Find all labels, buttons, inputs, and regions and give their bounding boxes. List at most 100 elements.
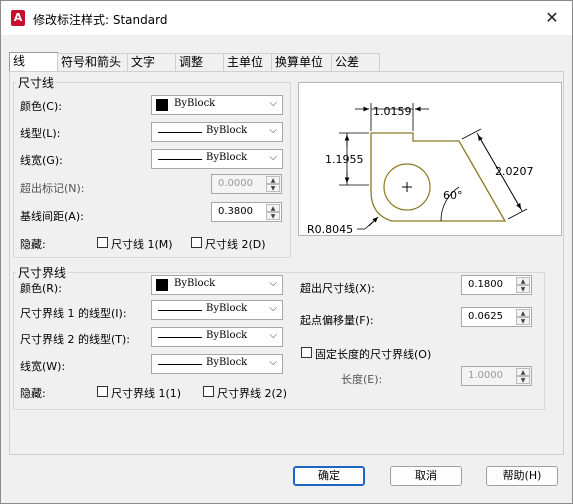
spin-down-icon[interactable]: ▼: [516, 317, 530, 325]
line-sample: [158, 132, 202, 133]
ext-lt2-label: 尺寸界线 2 的线型(T):: [20, 333, 130, 346]
ext-offset-label: 起点偏移量(F):: [300, 314, 374, 327]
line-sample: [158, 159, 202, 160]
preview-dim-left: 1.1955: [325, 153, 364, 166]
dim-suppress-2-label: 尺寸线 2(D): [205, 238, 266, 251]
ext-extend-value: 0.1800: [468, 279, 503, 290]
dim-linetype-label: 线型(L):: [20, 127, 61, 140]
color-swatch: [156, 279, 168, 291]
dim-lines-title: 尺寸线: [16, 74, 57, 91]
tab-lines[interactable]: 线: [9, 52, 58, 71]
ext-lt1-value: ByBlock: [206, 303, 248, 314]
ext-lt2-value: ByBlock: [206, 330, 248, 341]
cancel-button[interactable]: 取消: [390, 466, 462, 486]
tab-alternate-units[interactable]: 换算单位: [271, 53, 332, 71]
ext-lt1-label: 尺寸界线 1 的线型(I):: [20, 307, 127, 320]
chevron-down-icon: ⌵: [269, 98, 277, 109]
spin-up-icon[interactable]: ▲: [266, 204, 280, 212]
dim-baseline-label: 基线间距(A):: [20, 210, 84, 223]
ext-color-label: 颜色(R):: [20, 282, 62, 295]
fixed-length-label: 固定长度的尺寸界线(O): [315, 348, 432, 361]
ext-offset-value: 0.0625: [468, 311, 503, 322]
dim-extend-label: 超出标记(N):: [20, 182, 85, 195]
spin-up-icon[interactable]: ▲: [266, 176, 280, 184]
dim-suppress-label: 隐藏:: [20, 238, 46, 251]
title-bar: A 修改标注样式: Standard ✕: [1, 1, 572, 35]
ext-suppress-1-label: 尺寸界线 1(1): [111, 387, 182, 400]
spin-down-icon[interactable]: ▼: [516, 376, 530, 384]
dim-baseline-spinner[interactable]: 0.3800 ▲▼: [211, 202, 282, 222]
dim-lineweight-label: 线宽(G):: [20, 154, 63, 167]
ext-length-label: 长度(E):: [341, 373, 383, 386]
chevron-down-icon: ⌵: [269, 278, 277, 289]
line-sample: [158, 310, 202, 311]
chevron-down-icon: ⌵: [269, 330, 277, 341]
chevron-down-icon: ⌵: [269, 152, 277, 163]
dim-color-select[interactable]: ByBlock ⌵: [151, 95, 283, 115]
chevron-down-icon: ⌵: [269, 303, 277, 314]
preview-radius: R0.8045: [307, 223, 353, 235]
chevron-down-icon: ⌵: [269, 357, 277, 368]
chevron-down-icon: ⌵: [269, 125, 277, 136]
ext-lineweight-label: 线宽(W):: [20, 360, 66, 373]
ext-suppress-label: 隐藏:: [20, 387, 46, 400]
ext-length-value: 1.0000: [468, 370, 503, 381]
ext-lt2-select[interactable]: ByBlock ⌵: [151, 327, 283, 347]
dim-linetype-value: ByBlock: [206, 125, 248, 136]
dim-lineweight-value: ByBlock: [206, 152, 248, 163]
dim-color-value: ByBlock: [174, 98, 216, 109]
tab-fit[interactable]: 调整: [175, 53, 224, 71]
dim-color-label: 颜色(C):: [20, 100, 62, 113]
dim-suppress-1-checkbox[interactable]: [97, 237, 108, 248]
autocad-icon: A: [11, 10, 25, 26]
tab-tolerances[interactable]: 公差: [331, 53, 380, 71]
preview-area: 1.0159 1.1955 2.0207 60° R0.8045: [298, 82, 562, 236]
dim-suppress-1-label: 尺寸线 1(M): [111, 238, 173, 251]
close-icon[interactable]: ✕: [545, 8, 559, 27]
preview-drawing: 1.0159 1.1955 2.0207 60° R0.8045: [307, 103, 534, 236]
tab-strip: 线 符号和箭头 文字 调整 主单位 换算单位 公差: [9, 52, 569, 71]
line-sample: [158, 337, 202, 338]
spin-up-icon[interactable]: ▲: [516, 368, 530, 376]
ext-lines-group: [13, 272, 545, 410]
dim-suppress-2-checkbox[interactable]: [191, 237, 202, 248]
spin-down-icon[interactable]: ▼: [516, 285, 530, 293]
ext-suppress-2-label: 尺寸界线 2(2): [217, 387, 288, 400]
ok-button[interactable]: 确定: [293, 466, 365, 486]
spin-down-icon[interactable]: ▼: [266, 184, 280, 192]
ext-extend-spinner[interactable]: 0.1800 ▲▼: [461, 275, 532, 295]
dialog-title: 修改标注样式: Standard: [33, 13, 168, 27]
ext-lineweight-value: ByBlock: [206, 357, 248, 368]
help-button[interactable]: 帮助(H): [486, 466, 558, 486]
ext-suppress-2-checkbox[interactable]: [203, 386, 214, 397]
preview-part-outline: [370, 132, 507, 222]
tab-panel: 尺寸线 颜色(C): ByBlock ⌵ 线型(L): ByBlock ⌵ 线宽…: [9, 71, 564, 455]
fixed-length-checkbox[interactable]: [301, 347, 312, 358]
ext-lines-title: 尺寸界线: [16, 264, 69, 281]
dim-extend-value: 0.0000: [218, 178, 253, 189]
ext-color-value: ByBlock: [174, 278, 216, 289]
tab-primary-units[interactable]: 主单位: [223, 53, 272, 71]
ext-lt1-select[interactable]: ByBlock ⌵: [151, 300, 283, 320]
dim-lineweight-select[interactable]: ByBlock ⌵: [151, 149, 283, 169]
spin-down-icon[interactable]: ▼: [266, 212, 280, 220]
line-sample: [158, 364, 202, 365]
color-swatch: [156, 99, 168, 111]
ext-length-spinner[interactable]: 1.0000 ▲▼: [461, 366, 532, 386]
tab-symbols-arrows[interactable]: 符号和箭头: [57, 53, 128, 71]
dim-linetype-select[interactable]: ByBlock ⌵: [151, 122, 283, 142]
ext-extend-label: 超出尺寸线(X):: [300, 282, 375, 295]
ext-offset-spinner[interactable]: 0.0625 ▲▼: [461, 307, 532, 327]
ext-suppress-1-checkbox[interactable]: [97, 386, 108, 397]
spin-up-icon[interactable]: ▲: [516, 309, 530, 317]
ext-color-select[interactable]: ByBlock ⌵: [151, 275, 283, 295]
ext-lineweight-select[interactable]: ByBlock ⌵: [151, 354, 283, 374]
preview-dim-right: 2.0207: [495, 165, 534, 178]
spin-up-icon[interactable]: ▲: [516, 277, 530, 285]
preview-hole-circle: [383, 163, 431, 211]
tab-text[interactable]: 文字: [127, 53, 176, 71]
dim-lines-group: [13, 82, 291, 258]
dim-extend-spinner[interactable]: 0.0000 ▲▼: [211, 174, 282, 194]
dim-baseline-value: 0.3800: [218, 206, 253, 217]
